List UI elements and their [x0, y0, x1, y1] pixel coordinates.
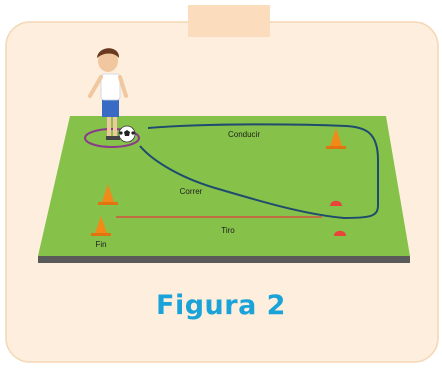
marker-right-lower-icon	[334, 230, 346, 236]
label-tiro: Tiro	[221, 226, 235, 235]
cone-left-upper-icon	[98, 184, 118, 205]
soccer-ball-icon	[118, 125, 136, 143]
figure-caption: Figura 2	[156, 290, 286, 321]
field-side	[38, 256, 410, 263]
conducir-path	[139, 123, 379, 220]
tape-tab	[188, 5, 270, 37]
field-grass	[38, 116, 410, 256]
start-circle	[84, 128, 140, 148]
cone-top-right-icon	[326, 128, 346, 149]
label-correr: Correr	[180, 187, 203, 196]
label-fin: Fin	[95, 240, 106, 249]
soccer-field	[38, 116, 410, 263]
marker-right-upper-icon	[330, 200, 342, 206]
label-conducir: Conducir	[228, 130, 260, 139]
child-player	[88, 48, 128, 140]
cone-left-lower-icon	[91, 216, 111, 236]
